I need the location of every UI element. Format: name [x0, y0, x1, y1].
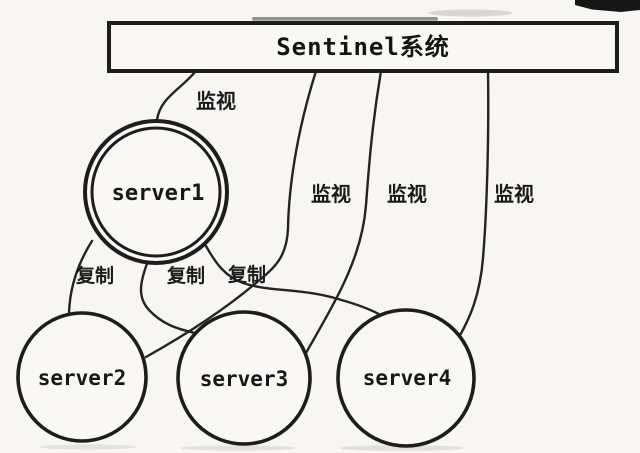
server3-node: [176, 310, 312, 446]
monitor-edge-server4: [457, 69, 490, 339]
replicate-edge-server3: [139, 259, 197, 335]
replicate-label-server3: 复制: [166, 264, 205, 287]
sentinel-box-label: Sentinel系统: [276, 33, 450, 61]
replicate-label-server4: 复制: [227, 263, 266, 286]
server3-label: server3: [200, 367, 289, 391]
scan-smudge-boxline: [252, 17, 438, 21]
monitor-label-server4: 监视: [494, 182, 534, 206]
scan-smudge-bottom-1: [40, 444, 136, 450]
monitor-label-server3: 监视: [387, 182, 427, 206]
monitor-edge-server1: [155, 69, 198, 122]
sentinel-box: [107, 21, 619, 73]
scan-smudge-bottom-2: [180, 445, 296, 451]
scan-smudge-top: [428, 9, 512, 17]
server4-label: server4: [363, 366, 452, 390]
server1-node-outer-ring: [83, 119, 229, 265]
scan-corner-mark: [575, 0, 640, 12]
replicate-edge-server2: [67, 239, 94, 315]
monitor-edge-server3: [304, 69, 383, 355]
monitor-label-server2: 监视: [311, 182, 351, 206]
server4-node: [336, 308, 476, 448]
server1-label: server1: [112, 181, 205, 206]
scan-smudge-bottom-3: [340, 445, 464, 451]
monitor-edge-server2: [144, 69, 318, 359]
monitor-label-server1: 监视: [196, 89, 236, 113]
replicate-label-server2: 复制: [75, 264, 114, 287]
server2-label: server2: [38, 366, 127, 390]
server1-node-inner-ring: [90, 126, 222, 258]
replicate-edge-server4: [204, 244, 384, 318]
server2-node: [16, 311, 148, 443]
